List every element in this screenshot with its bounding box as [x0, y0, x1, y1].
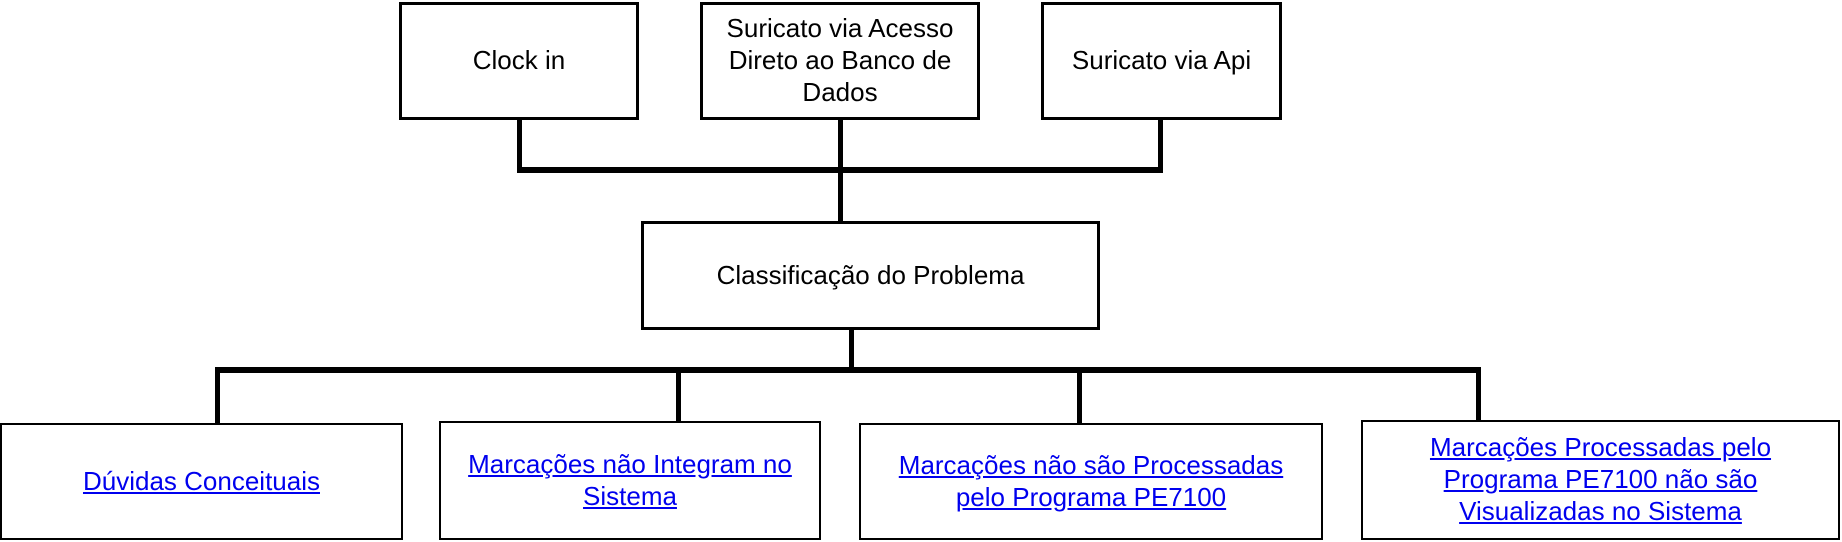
link-marcacoes-processadas-nao-visualizadas[interactable]: Marcações Processadas pelo Programa PE71… [1429, 432, 1772, 526]
connector-visualizadas-drop [1476, 367, 1481, 420]
node-marcacoes-nao-processadas: Marcações não são Processadas pelo Progr… [859, 423, 1323, 540]
node-suricato-acesso-direto-label: Suricato via Acesso Direto ao Banco de D… [726, 13, 954, 107]
node-marcacoes-processadas-nao-visualizadas: Marcações Processadas pelo Programa PE71… [1361, 420, 1840, 540]
connector-center-drop [849, 330, 854, 373]
node-suricato-via-api: Suricato via Api [1041, 2, 1282, 120]
connector-clock-in-drop [517, 120, 522, 173]
node-clock-in-label: Clock in [472, 45, 566, 76]
node-marcacoes-nao-integram: Marcações não Integram no Sistema [439, 421, 821, 540]
node-classificacao-do-problema: Classificação do Problema [641, 221, 1100, 330]
link-duvidas-conceituais[interactable]: Dúvidas Conceituais [82, 465, 320, 496]
connector-top-bus [517, 167, 1163, 173]
node-classificacao-do-problema-label: Classificação do Problema [716, 259, 1025, 290]
node-clock-in: Clock in [399, 2, 639, 120]
connector-bottom-bus [215, 367, 1481, 373]
node-suricato-via-api-label: Suricato via Api [1071, 45, 1252, 76]
node-duvidas-conceituais: Dúvidas Conceituais [0, 423, 403, 540]
link-marcacoes-nao-integram[interactable]: Marcações não Integram no Sistema [468, 448, 792, 511]
link-marcacoes-nao-processadas[interactable]: Marcações não são Processadas pelo Progr… [898, 449, 1284, 512]
node-suricato-acesso-direto: Suricato via Acesso Direto ao Banco de D… [700, 2, 980, 120]
connector-processadas-drop [1077, 367, 1082, 423]
connector-integram-drop [676, 367, 681, 421]
connector-suricato-api-drop [1158, 120, 1163, 173]
connector-duvidas-drop [215, 367, 220, 423]
